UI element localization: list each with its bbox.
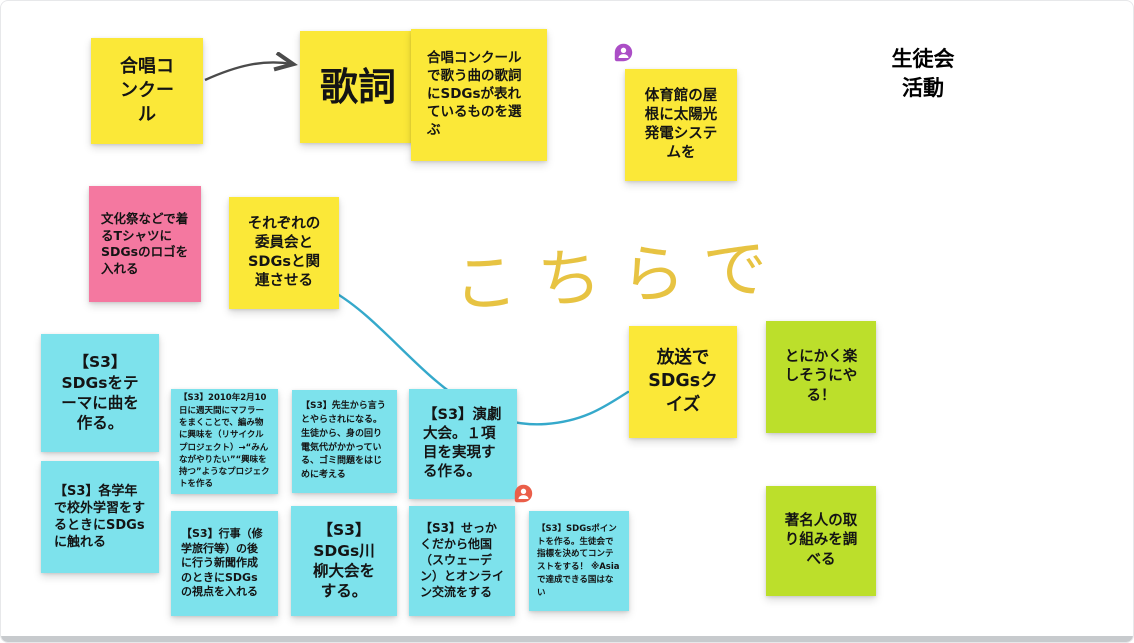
handwriting-annotation[interactable]: こちらで bbox=[451, 231, 790, 323]
sticky-note-text: 【S3】行事（修学旅行等）の後に行う新聞作成のときにSDGsの視点を入れる bbox=[181, 527, 263, 599]
sticky-note-text: 【S3】各学年で校外学習をするときにSDGsに触れる bbox=[54, 483, 146, 551]
sticky-note-committee-relation[interactable]: それぞれの委員会とSDGsと関連させる bbox=[229, 197, 339, 309]
sticky-note-text: 合唱コンクール bbox=[120, 56, 174, 125]
collaborator-cursor-orange bbox=[514, 484, 533, 503]
sticky-note-have-fun[interactable]: とにかく楽しそうにやる！ bbox=[766, 321, 876, 433]
sticky-note-text: 【S3】SDGsをテーマに曲を作る。 bbox=[61, 353, 139, 433]
sticky-note-s3-drama-contest[interactable]: 【S3】演劇大会。１項目を実現する作る。 bbox=[409, 389, 517, 499]
sticky-note-s3-sdgs-points[interactable]: 【S3】SDGsポイントを作る。生徒会で指標を決めてコンテストをする！ ※Asi… bbox=[529, 511, 629, 611]
sticky-note-text: 【S3】演劇大会。１項目を実現する作る。 bbox=[423, 406, 502, 481]
sticky-note-text: 文化祭などで着るTシャツにSDGsのロゴを入れる bbox=[101, 211, 189, 276]
sticky-note-text: 歌詞 bbox=[319, 64, 396, 109]
person-icon bbox=[614, 43, 633, 62]
sticky-note-text: 【S3】2010年2月10日に週天間にマフラーをまくことで、編み物に興味を（リサ… bbox=[179, 393, 270, 490]
connector-arrow-chorus-to-lyrics[interactable] bbox=[204, 62, 292, 82]
sticky-note-chorus-contest[interactable]: 合唱コンクール bbox=[91, 38, 203, 144]
person-icon bbox=[514, 484, 533, 503]
window-frame-bottom bbox=[1, 636, 1133, 642]
sticky-note-solar-panels[interactable]: 体育館の屋根に太陽光発電システムを bbox=[625, 69, 737, 181]
sticky-note-lyrics-description[interactable]: 合唱コンクールで歌う曲の歌詞にSDGsが表れているものを選ぶ bbox=[411, 29, 547, 161]
sticky-note-text: それぞれの委員会とSDGsと関連させる bbox=[247, 215, 321, 290]
sticky-note-broadcast-quiz[interactable]: 放送でSDGsクイズ bbox=[629, 326, 737, 438]
collaborator-cursor-purple bbox=[614, 43, 633, 62]
sticky-note-tshirt-logo[interactable]: 文化祭などで着るTシャツにSDGsのロゴを入れる bbox=[89, 186, 201, 302]
sticky-note-text: 放送でSDGsクイズ bbox=[648, 348, 718, 415]
sticky-note-s3-theme-song[interactable]: 【S3】SDGsをテーマに曲を作る。 bbox=[41, 334, 159, 452]
sticky-note-text: 【S3】せっかくだから他国（スウェーデン）とオンライン交流をする bbox=[420, 521, 505, 599]
sticky-note-s3-senryu-contest[interactable]: 【S3】SDGs川柳大会をする。 bbox=[291, 506, 397, 616]
sticky-note-text: 合唱コンクールで歌う曲の歌詞にSDGsが表れているものを選ぶ bbox=[427, 50, 522, 138]
sticky-note-text: 【S3】SDGsポイントを作る。生徒会で指標を決めてコンテストをする！ ※Asi… bbox=[537, 523, 620, 598]
sticky-note-s3-muffler-project[interactable]: 【S3】2010年2月10日に週天間にマフラーをまくことで、編み物に興味を（リサ… bbox=[171, 389, 278, 494]
sticky-note-s3-field-trip[interactable]: 【S3】各学年で校外学習をするときにSDGsに触れる bbox=[41, 461, 159, 573]
sticky-note-s3-newspaper[interactable]: 【S3】行事（修学旅行等）の後に行う新聞作成のときにSDGsの視点を入れる bbox=[171, 511, 278, 616]
sticky-note-text: 【S3】SDGs川柳大会をする。 bbox=[312, 521, 375, 601]
sticky-note-celebrity-research[interactable]: 著名人の取り組みを調べる bbox=[766, 486, 876, 596]
board-title-text[interactable]: 生徒会 活動 bbox=[891, 47, 955, 101]
sticky-note-text: とにかく楽しそうにやる！ bbox=[784, 349, 858, 404]
sticky-note-s3-student-initiative[interactable]: 【S3】先生から言うとやらされになる。生徒から、身の回り電気代がかかっている、ゴ… bbox=[292, 390, 397, 493]
sticky-note-text: 著名人の取り組みを調べる bbox=[784, 513, 858, 568]
sticky-note-text: 体育館の屋根に太陽光発電システムを bbox=[644, 87, 718, 162]
sticky-note-s3-online-exchange[interactable]: 【S3】せっかくだから他国（スウェーデン）とオンライン交流をする bbox=[409, 506, 515, 616]
sticky-note-text: 【S3】先生から言うとやらされになる。生徒から、身の回り電気代がかかっている、ゴ… bbox=[301, 400, 386, 481]
sticky-note-lyrics[interactable]: 歌詞 bbox=[300, 31, 416, 143]
